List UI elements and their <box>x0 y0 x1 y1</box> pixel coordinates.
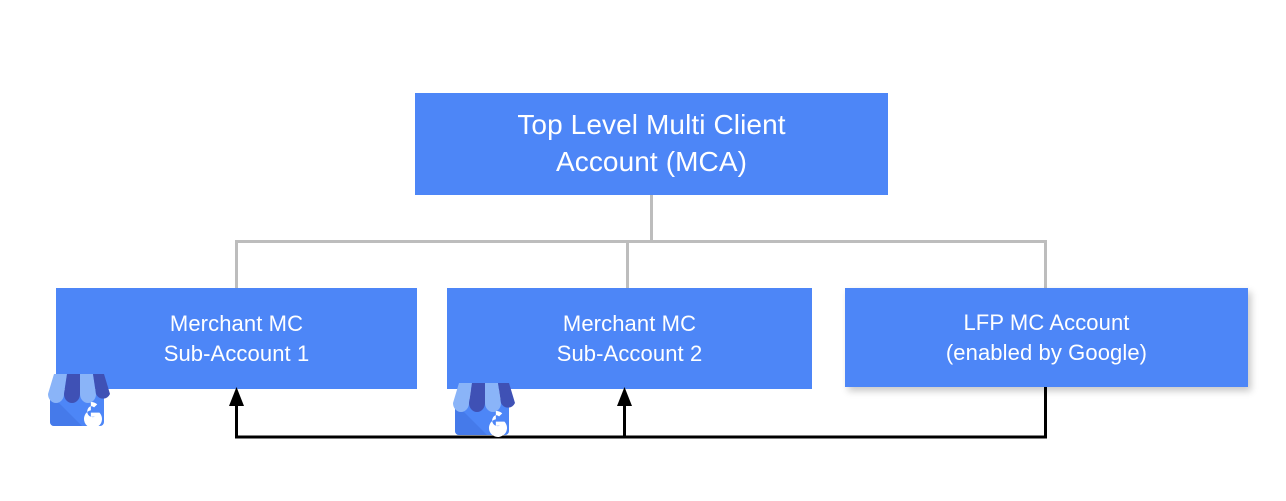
node-merchant-mc-sub-account-1[interactable]: Merchant MC Sub-Account 1 <box>56 288 417 389</box>
node-top-level-mca-label: Top Level Multi Client Account (MCA) <box>517 109 786 177</box>
connector-mca-to-bus <box>650 195 653 242</box>
connector-bus-to-sub-account-2 <box>626 240 629 289</box>
google-my-business-icon <box>48 374 110 428</box>
lfp-feed-arrows <box>229 387 1047 439</box>
node-lfp-mc-account[interactable]: LFP MC Account (enabled by Google) <box>845 288 1248 387</box>
node-merchant-mc-sub-account-1-label: Merchant MC Sub-Account 1 <box>163 311 310 366</box>
node-merchant-mc-sub-account-2[interactable]: Merchant MC Sub-Account 2 <box>447 288 812 389</box>
connector-bus-to-lfp-account <box>1044 240 1047 289</box>
node-lfp-mc-account-label: LFP MC Account (enabled by Google) <box>945 310 1148 365</box>
connector-horizontal-bus <box>235 240 1047 243</box>
node-top-level-mca[interactable]: Top Level Multi Client Account (MCA) <box>415 93 888 195</box>
connector-bus-to-sub-account-1 <box>235 240 238 289</box>
google-my-business-icon <box>453 383 515 437</box>
node-merchant-mc-sub-account-2-label: Merchant MC Sub-Account 2 <box>556 311 703 366</box>
